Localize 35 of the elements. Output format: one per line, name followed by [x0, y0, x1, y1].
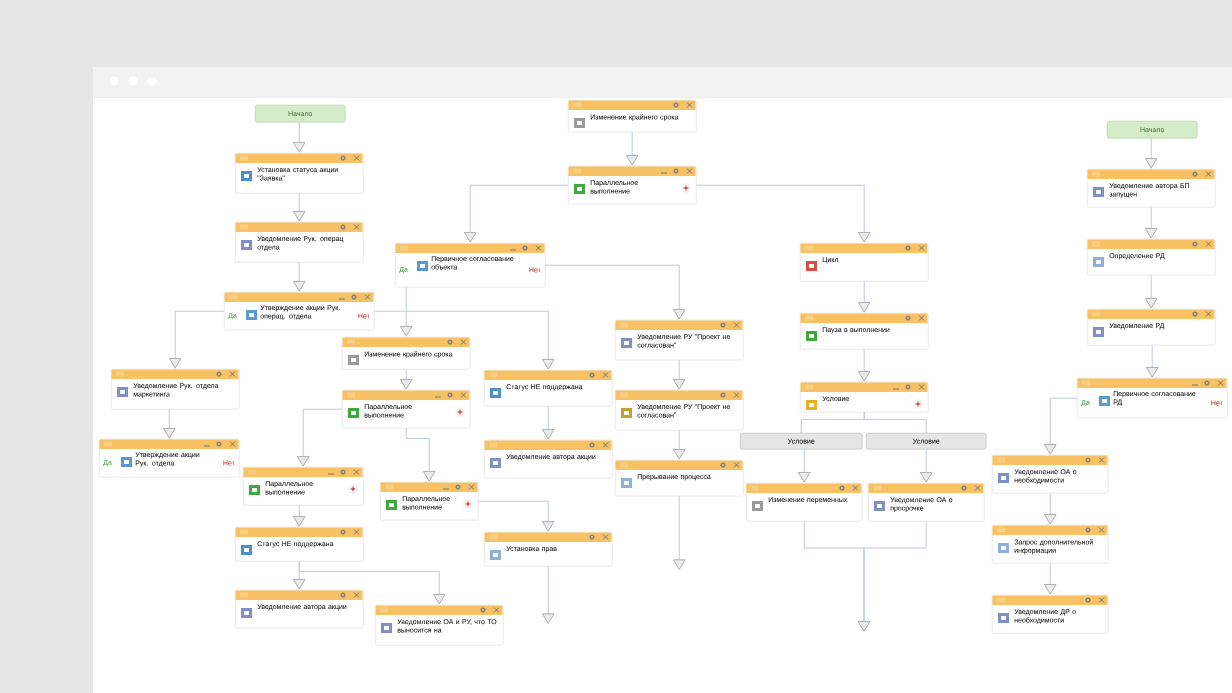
- arrow: [672, 495, 686, 570]
- arrow: [296, 408, 343, 467]
- arrow: [1043, 397, 1078, 455]
- arrow: [857, 520, 927, 632]
- arrow: [292, 192, 306, 222]
- arrow: [1145, 344, 1159, 378]
- arrow: [168, 310, 225, 369]
- arrow: [1144, 137, 1158, 169]
- arrow: [292, 121, 306, 153]
- arrow: [298, 560, 446, 605]
- arrow: [797, 448, 811, 483]
- arrow: [541, 565, 555, 624]
- arrow: [463, 184, 569, 243]
- arrow: [399, 368, 413, 390]
- arrow: [477, 500, 555, 532]
- arrow: [919, 448, 933, 483]
- arrow: [544, 264, 686, 320]
- arrow: [695, 184, 871, 243]
- arrow: [857, 348, 871, 382]
- arrow: [625, 131, 639, 166]
- arrow: [857, 280, 871, 313]
- arrow: [292, 504, 306, 527]
- arrow: [672, 359, 686, 390]
- arrow: [541, 405, 555, 440]
- arrow: [373, 310, 555, 370]
- arrow: [672, 429, 686, 460]
- arrow: [162, 408, 176, 439]
- arrow: [399, 286, 413, 337]
- connector-line: [863, 411, 927, 434]
- arrow: [292, 261, 306, 292]
- arrow: [1043, 492, 1057, 525]
- arrow: [1144, 274, 1158, 309]
- arrow: [1144, 206, 1158, 239]
- arrow: [1043, 562, 1057, 595]
- arrow: [405, 427, 436, 482]
